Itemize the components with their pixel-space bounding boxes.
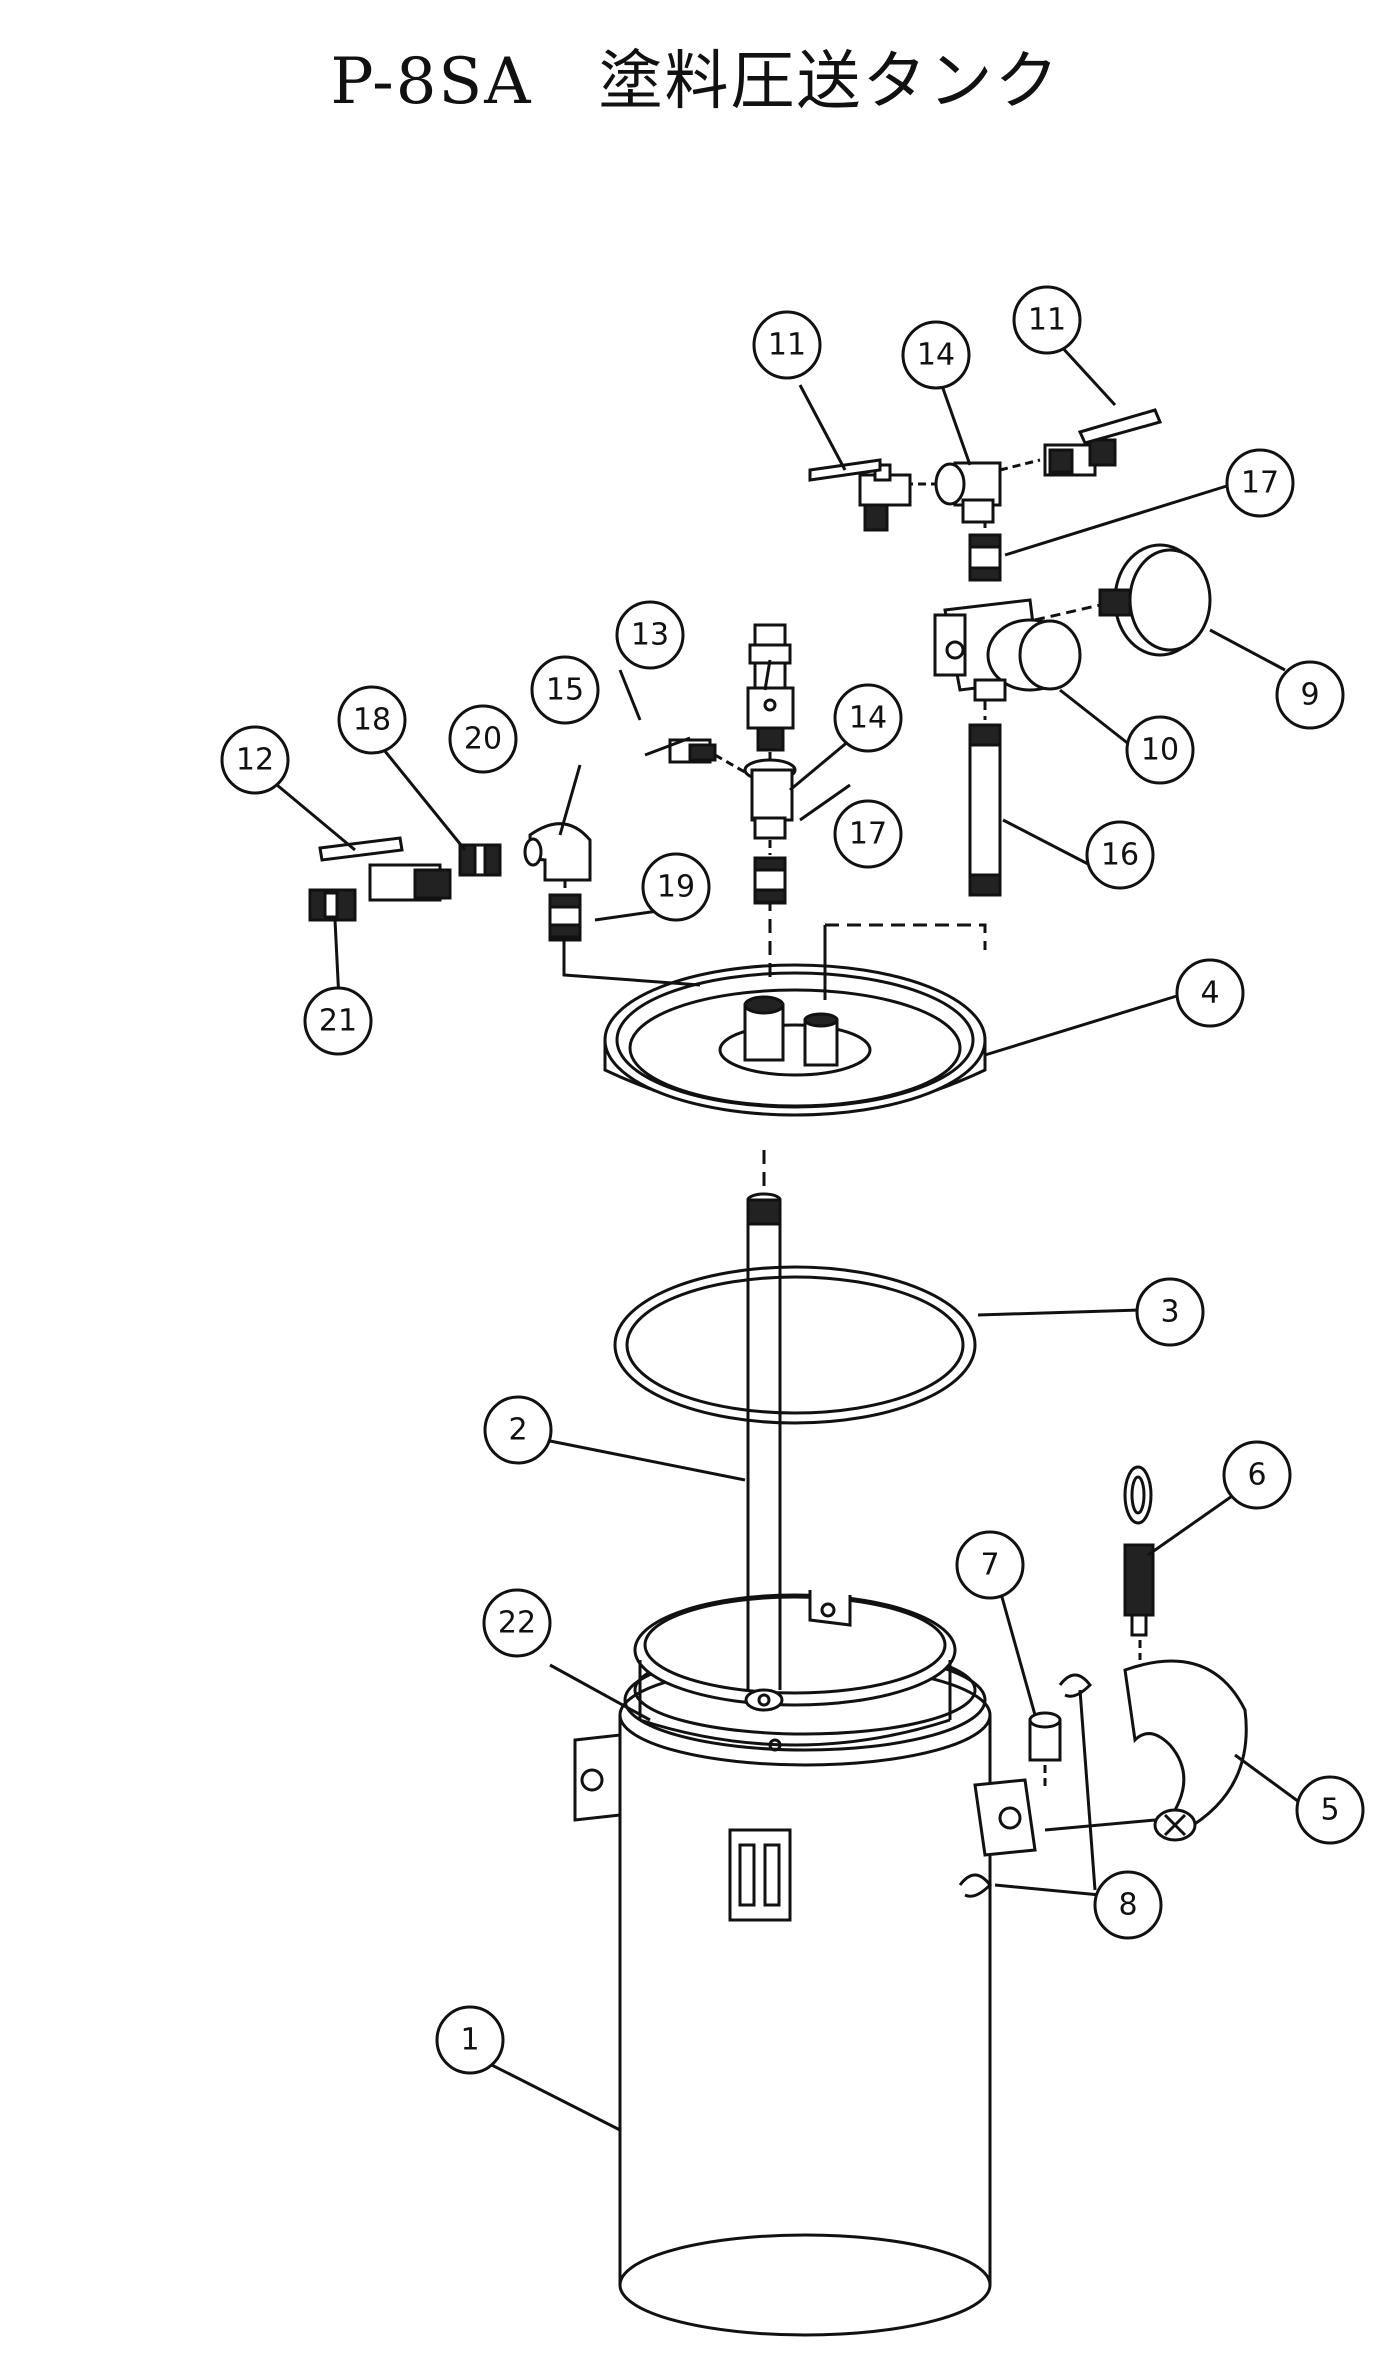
callout-19: 19 — [657, 870, 695, 905]
hex-bushing — [308, 888, 357, 922]
left-lug — [573, 1733, 622, 1822]
regulator — [933, 598, 1082, 702]
e-ring-upper — [1058, 1673, 1092, 1698]
e-ring-lower — [958, 1873, 992, 1898]
short-nipple-middle — [753, 856, 787, 905]
right-lug — [973, 1778, 1037, 1857]
elbow — [523, 822, 592, 882]
tee-middle — [743, 758, 797, 840]
callout-6: 6 — [1247, 1458, 1266, 1493]
eye-bolt — [1123, 1465, 1155, 1637]
nipple-19 — [548, 893, 582, 942]
callout-22: 22 — [498, 1606, 536, 1641]
pressure-gauge — [1098, 543, 1212, 657]
ball-valve-12 — [318, 836, 452, 902]
callout-18: 18 — [353, 703, 391, 738]
callout-10: 10 — [1141, 733, 1179, 768]
callout-2: 2 — [508, 1413, 527, 1448]
callout-13: 13 — [631, 618, 669, 653]
tee-upper — [934, 461, 1002, 524]
callout-17-middle: 17 — [849, 817, 887, 852]
callout-21: 21 — [319, 1004, 357, 1039]
callout-17-upper: 17 — [1241, 466, 1279, 501]
callout-11-left: 11 — [768, 328, 806, 363]
callout-7: 7 — [980, 1548, 999, 1583]
callout-14-upper: 14 — [917, 338, 955, 373]
front-bracket — [728, 1828, 792, 1922]
lid — [603, 963, 987, 1117]
pin — [1028, 1711, 1062, 1762]
safety-valve — [746, 623, 795, 752]
callout-4: 4 — [1200, 976, 1219, 1011]
callout-15: 15 — [546, 673, 584, 708]
drain-cock — [644, 736, 717, 764]
inner-container — [633, 1590, 957, 1752]
callout-1: 1 — [460, 2023, 479, 2058]
ball-valve-left — [808, 458, 912, 532]
gasket-ring — [613, 1265, 977, 1425]
callout-circles — [220, 285, 1365, 2075]
callout-5: 5 — [1320, 1793, 1339, 1828]
callout-16: 16 — [1101, 838, 1139, 873]
hex-nipple — [458, 843, 502, 877]
callout-14-middle: 14 — [849, 701, 887, 736]
callout-11-right: 11 — [1028, 303, 1066, 338]
long-nipple — [968, 723, 1002, 897]
diagram-title: P-8SA 塗料圧送タンク — [330, 45, 1061, 119]
tank-body — [618, 1644, 992, 2337]
callout-8: 8 — [1118, 1888, 1137, 1923]
callout-20: 20 — [464, 722, 502, 757]
clamp-lever — [1123, 1659, 1248, 1842]
leader-lines — [264, 343, 1311, 2132]
callout-12: 12 — [236, 743, 274, 778]
callout-3: 3 — [1160, 1295, 1179, 1330]
short-nipple-upper — [968, 533, 1002, 582]
callout-9: 9 — [1300, 678, 1319, 713]
ball-valve-right — [1043, 408, 1163, 477]
dip-tube — [744, 1192, 784, 1712]
